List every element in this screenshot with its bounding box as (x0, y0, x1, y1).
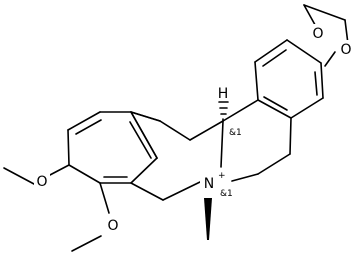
oxygen-label-dioxole-left: O (312, 26, 323, 42)
oxygen-label-methoxy-lower: O (107, 218, 118, 234)
n-methyl-wedge (204, 198, 212, 240)
atom-labels: O O O O N + H &1 &1 (34, 24, 354, 234)
methoxy-bonds (3, 164, 110, 252)
upper-aromatic-ring (254, 39, 324, 119)
middle-ring (222, 99, 292, 182)
left-ring (99, 111, 224, 201)
stereo-label-carbon: &1 (229, 128, 242, 138)
nitrogen-label: N (204, 176, 214, 192)
hydrogen-label: H (218, 86, 229, 102)
stereo-label-nitrogen: &1 (220, 189, 233, 199)
lower-aromatic-ring (67, 111, 158, 184)
positive-charge-label: + (218, 171, 226, 181)
oxygen-label-dioxole-right: O (340, 42, 351, 58)
h-hashed-wedge (218, 101, 229, 122)
oxygen-label-methoxy-upper: O (36, 174, 47, 190)
